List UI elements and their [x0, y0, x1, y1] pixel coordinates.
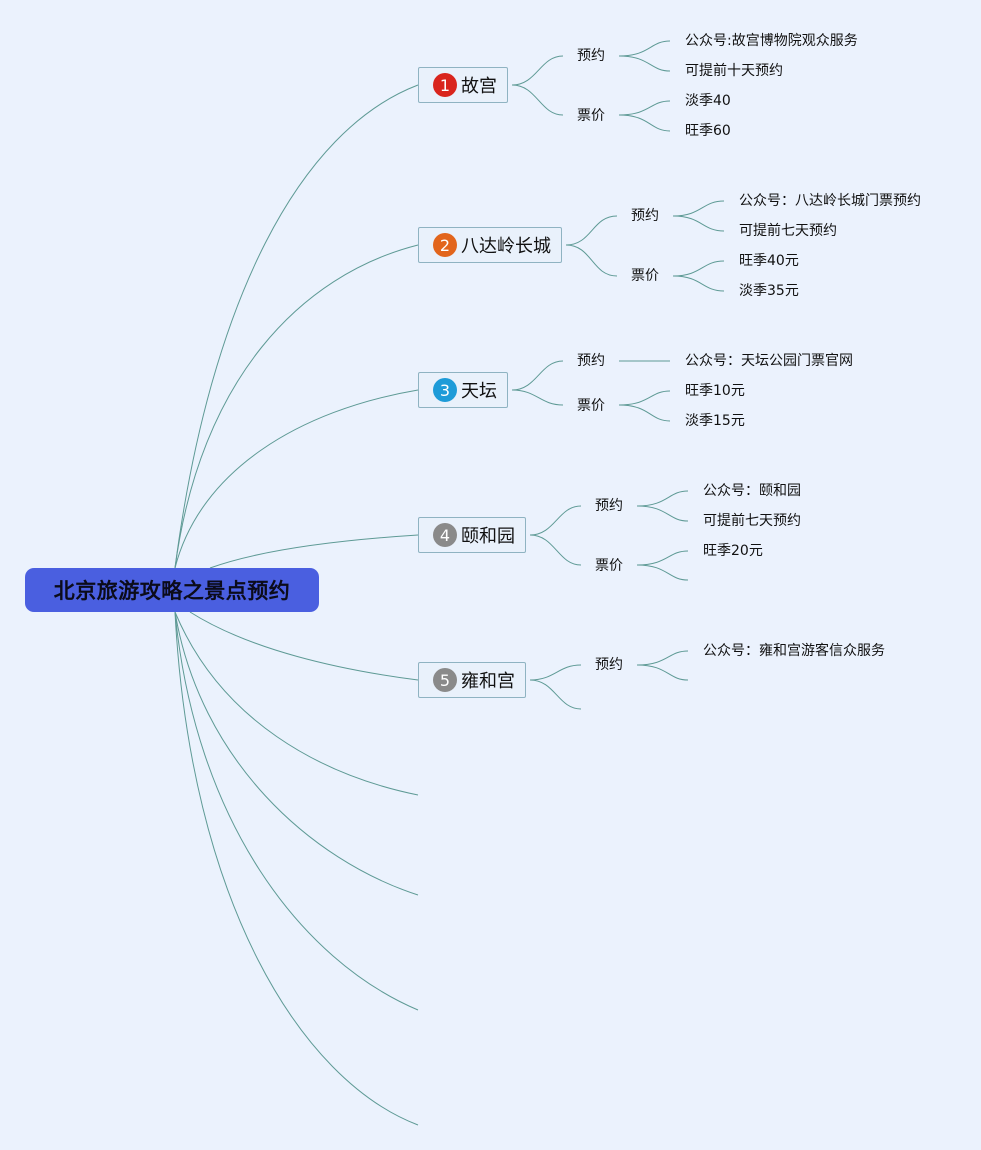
- connector-root-topic5: [189, 611, 419, 681]
- topic-label: 故宫: [461, 76, 497, 97]
- subtopic-reserve[interactable]: 预约: [577, 353, 605, 369]
- leaf-item[interactable]: 公众号：雍和宫游客信众服务: [703, 643, 885, 659]
- topic-4[interactable]: 4 颐和园: [418, 517, 526, 553]
- subtopic-price[interactable]: 票价: [577, 398, 605, 414]
- leaf-item[interactable]: 公众号:故宫博物院观众服务: [685, 33, 858, 49]
- topic-5[interactable]: 5 雍和宫: [418, 662, 526, 698]
- leaf-item[interactable]: 公众号：天坛公园门票官网: [685, 353, 853, 369]
- subtopic-price[interactable]: 票价: [577, 108, 605, 124]
- leaf-item[interactable]: 旺季40元: [739, 253, 799, 269]
- leaf-item[interactable]: 公众号：八达岭长城门票预约: [739, 193, 921, 209]
- leaf-item[interactable]: 淡季40: [685, 93, 731, 109]
- number-2-icon: 2: [433, 233, 457, 257]
- topic-label: 八达岭长城: [461, 236, 551, 257]
- number-4-icon: 4: [433, 523, 457, 547]
- topic-label: 雍和宫: [461, 671, 515, 692]
- leaf-item[interactable]: 可提前七天预约: [739, 223, 837, 239]
- leaf-item[interactable]: 可提前十天预约: [685, 63, 783, 79]
- root-topic[interactable]: 北京旅游攻略之景点预约: [25, 568, 319, 612]
- leaf-item[interactable]: 可提前七天预约: [703, 513, 801, 529]
- topic-2[interactable]: 2 八达岭长城: [418, 227, 562, 263]
- topic-1[interactable]: 1 故宫: [418, 67, 508, 103]
- subtopic-price[interactable]: 票价: [631, 268, 659, 284]
- leaf-item[interactable]: 旺季20元: [703, 543, 763, 559]
- connector-root-topic1: [174, 84, 419, 569]
- connector-root-empty3: [174, 611, 419, 1011]
- subtopic-reserve[interactable]: 预约: [595, 657, 623, 673]
- subtopic-reserve[interactable]: 预约: [631, 208, 659, 224]
- leaf-item[interactable]: 淡季35元: [739, 283, 799, 299]
- leaf-item[interactable]: 淡季15元: [685, 413, 745, 429]
- connector-root-topic2: [174, 244, 419, 569]
- subtopic-price[interactable]: 票价: [595, 558, 623, 574]
- number-3-icon: 3: [433, 378, 457, 402]
- number-1-icon: 1: [433, 73, 457, 97]
- number-5-icon: 5: [433, 668, 457, 692]
- connector-root-topic3: [174, 389, 419, 569]
- subtopic-reserve[interactable]: 预约: [595, 498, 623, 514]
- topic-3[interactable]: 3 天坛: [418, 372, 508, 408]
- leaf-item[interactable]: 旺季10元: [685, 383, 745, 399]
- connector-root-topic4: [209, 534, 419, 569]
- connector-root-empty4: [174, 611, 419, 1126]
- leaf-item[interactable]: 旺季60: [685, 123, 731, 139]
- subtopic-reserve[interactable]: 预约: [577, 48, 605, 64]
- connector-root-empty2: [174, 611, 419, 896]
- connector-root-empty1: [174, 611, 419, 796]
- topic-label: 颐和园: [461, 526, 515, 547]
- leaf-item[interactable]: 公众号：颐和园: [703, 483, 801, 499]
- topic-label: 天坛: [461, 381, 497, 402]
